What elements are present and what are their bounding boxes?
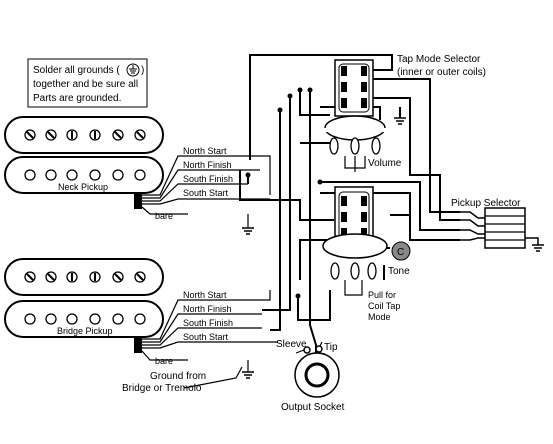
- bridge-pickup-title: Bridge Pickup: [57, 326, 113, 336]
- bridge-ground-icon: [242, 360, 254, 379]
- bridge-wire-north-start: North Start: [183, 290, 227, 300]
- ground-from-line-2: Bridge or Tremolo: [122, 383, 202, 394]
- svg-text:): ): [141, 65, 144, 76]
- ground-note: Solder all grounds ( ) together and be s…: [27, 58, 148, 108]
- volume-label: Volume: [368, 158, 402, 169]
- ground-note-line-3: Parts are grounded.: [33, 93, 121, 104]
- neck-wire-bare: bare: [155, 211, 173, 221]
- jack-tip-label: Tip: [324, 342, 338, 353]
- tap-mode-selector: Tap Mode Selector (inner or outer coils): [334, 54, 486, 125]
- pickup-selector: Pickup Selector: [451, 198, 544, 252]
- pull-line-3: Mode: [368, 312, 391, 322]
- pickup-selector-label: Pickup Selector: [451, 198, 521, 209]
- neck-ground-icon: [242, 214, 254, 235]
- output-socket-title: Output Socket: [281, 402, 345, 413]
- neck-pickup-wires: North Start North Finish South Finish So…: [141, 146, 271, 235]
- output-socket: Sleeve Tip Output Socket: [276, 339, 345, 413]
- bridge-wire-north-finish: North Finish: [183, 304, 232, 314]
- pull-line-1: Pull for: [368, 290, 396, 300]
- capacitor-label: C: [397, 247, 404, 258]
- tap-selector-line-2: (inner or outer coils): [397, 67, 486, 78]
- neck-pickup: Neck Pickup: [4, 116, 164, 209]
- ground-note-line-1: Solder all grounds (: [33, 65, 120, 76]
- ground-from-line-1: Ground from: [150, 371, 206, 382]
- bridge-pickup: Bridge Pickup: [4, 258, 164, 353]
- bridge-wire-south-start: South Start: [183, 332, 229, 342]
- jack-sleeve-label: Sleeve: [276, 339, 307, 350]
- bridge-wire-bare: bare: [155, 356, 173, 366]
- harness-wires: [239, 54, 460, 355]
- tap-ground-icon: [394, 117, 406, 125]
- bridge-wire-south-finish: South Finish: [183, 318, 233, 328]
- volume-pot: Volume: [322, 115, 402, 172]
- tap-selector-line-1: Tap Mode Selector: [397, 54, 481, 65]
- neck-wire-south-finish: South Finish: [183, 174, 233, 184]
- capacitor-icon: C: [391, 241, 411, 261]
- bridge-pickup-wires: North Start North Finish South Finish So…: [122, 290, 278, 394]
- tone-pot: C Tone Pull for Coil Tap Mode: [322, 233, 411, 322]
- selector-ground-icon: [532, 244, 544, 252]
- neck-pickup-title: Neck Pickup: [58, 182, 108, 192]
- tone-label: Tone: [388, 266, 410, 277]
- neck-wire-north-start: North Start: [183, 146, 227, 156]
- neck-wire-north-finish: North Finish: [183, 160, 232, 170]
- ground-note-line-2: together and be sure all: [33, 79, 138, 90]
- pull-line-2: Coil Tap: [368, 301, 400, 311]
- ground-symbol-icon: [126, 63, 140, 77]
- neck-wire-south-start: South Start: [183, 188, 229, 198]
